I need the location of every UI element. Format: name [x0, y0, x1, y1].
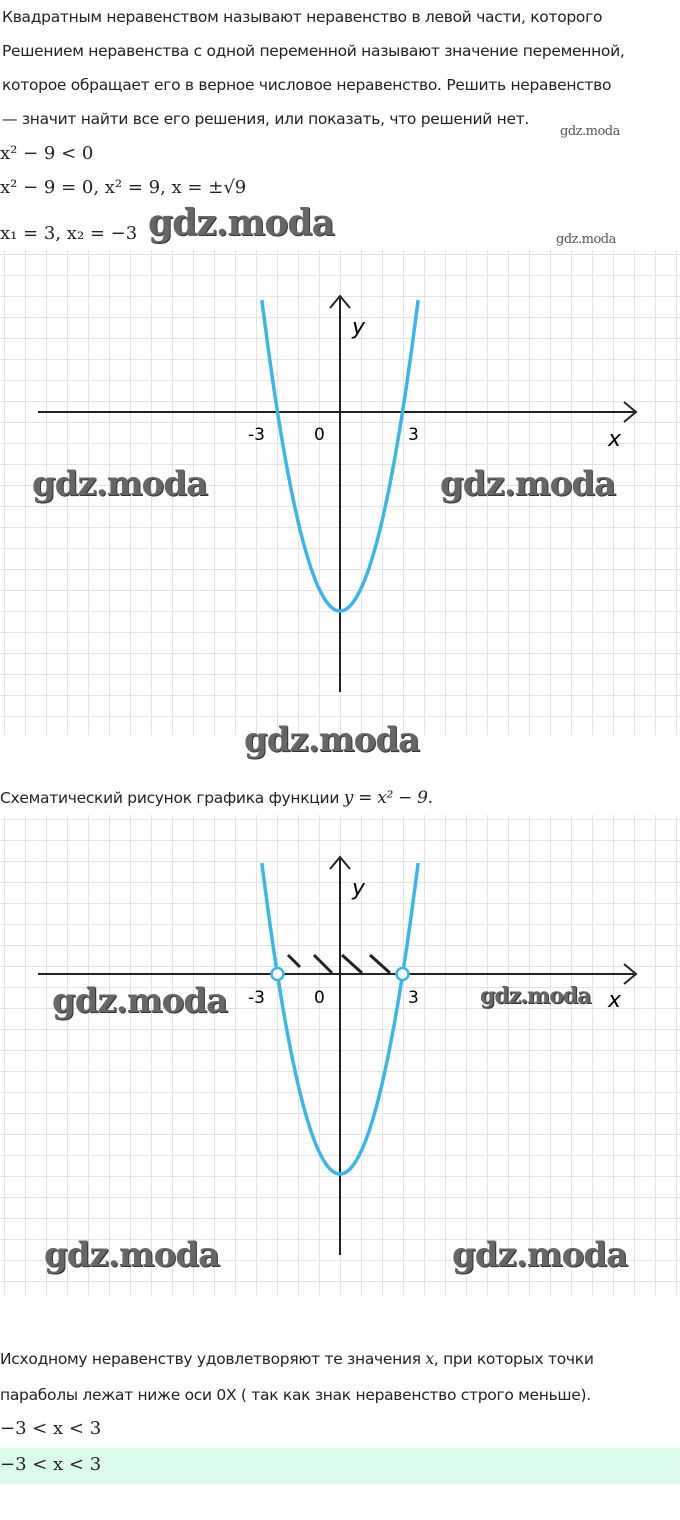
y-axis-label: y [351, 876, 366, 901]
intro-line: — значит найти все его решения, или пока… [2, 110, 530, 128]
watermark: gdz.moda [480, 983, 592, 1009]
watermark: gdz.moda [52, 981, 228, 1021]
roots: x₁ = 3, x₂ = −3 [0, 223, 138, 244]
caption-formula: y = x² − 9. [343, 788, 433, 808]
open-point-neg3 [270, 966, 285, 982]
hatching [286, 953, 392, 975]
watermark: gdz.moda [32, 464, 208, 504]
intro-line: Квадратным неравенством называют неравен… [2, 8, 603, 26]
caption: Схематический рисунок графика функции y … [0, 788, 433, 808]
y-axis-arrow-icon [329, 855, 351, 870]
x-axis-label: x [607, 988, 622, 1013]
watermark: gdz.moda [244, 720, 420, 760]
tick-label-3: 3 [408, 425, 419, 445]
watermark: gdz.moda [148, 202, 335, 244]
text: , при которых точки [433, 1350, 594, 1368]
equation: x² − 9 = 0, x² = 9, x = ±√9 [0, 177, 247, 198]
tick-label-neg3: -3 [248, 988, 265, 1008]
parabola-curve [260, 299, 420, 613]
conclusion-line: Исходному неравенству удовлетворяют те з… [0, 1350, 594, 1368]
intro-line: которое обращает его в верное числовое н… [2, 76, 612, 94]
graph-canvas: y x -3 0 3 [38, 855, 638, 1255]
intro-line: Решением неравенства с одной переменной … [2, 42, 625, 60]
x-axis-arrow-icon [623, 963, 638, 985]
parabola-curve [260, 862, 420, 1176]
answer-box: −3 < x < 3 [0, 1448, 680, 1484]
variable-x: x [425, 1350, 434, 1368]
answer-inequality: −3 < x < 3 [0, 1454, 102, 1475]
x-axis-arrow-icon [623, 401, 638, 423]
solution-graph: y x -3 0 3 gdz.moda gdz.moda gdz.moda gd… [0, 815, 680, 1295]
watermark: gdz.moda [560, 124, 620, 139]
open-point-3 [395, 966, 410, 982]
conclusion-line: параболы лежат ниже оси 0X ( так как зна… [0, 1386, 591, 1404]
y-axis-label: y [351, 315, 366, 340]
inequality: x² − 9 < 0 [0, 143, 94, 164]
caption-text: Схематический рисунок графика функции [0, 789, 344, 807]
tick-label-zero: 0 [314, 988, 325, 1008]
graph-canvas: y x -3 0 3 [38, 294, 638, 692]
y-axis-arrow-icon [329, 294, 351, 309]
x-axis-label: x [607, 427, 622, 452]
watermark: gdz.moda [440, 464, 616, 504]
tick-label-3: 3 [408, 988, 419, 1008]
text: Исходному неравенству удовлетворяют те з… [0, 1350, 426, 1368]
watermark: gdz.moda [44, 1235, 220, 1275]
tick-label-zero: 0 [314, 425, 325, 445]
tick-label-neg3: -3 [248, 425, 265, 445]
watermark: gdz.moda [452, 1235, 628, 1275]
watermark: gdz.moda [556, 232, 616, 247]
result-inequality: −3 < x < 3 [0, 1418, 102, 1439]
parabola-graph: y x -3 0 3 gdz.moda gdz.moda gdz.moda [0, 250, 680, 760]
